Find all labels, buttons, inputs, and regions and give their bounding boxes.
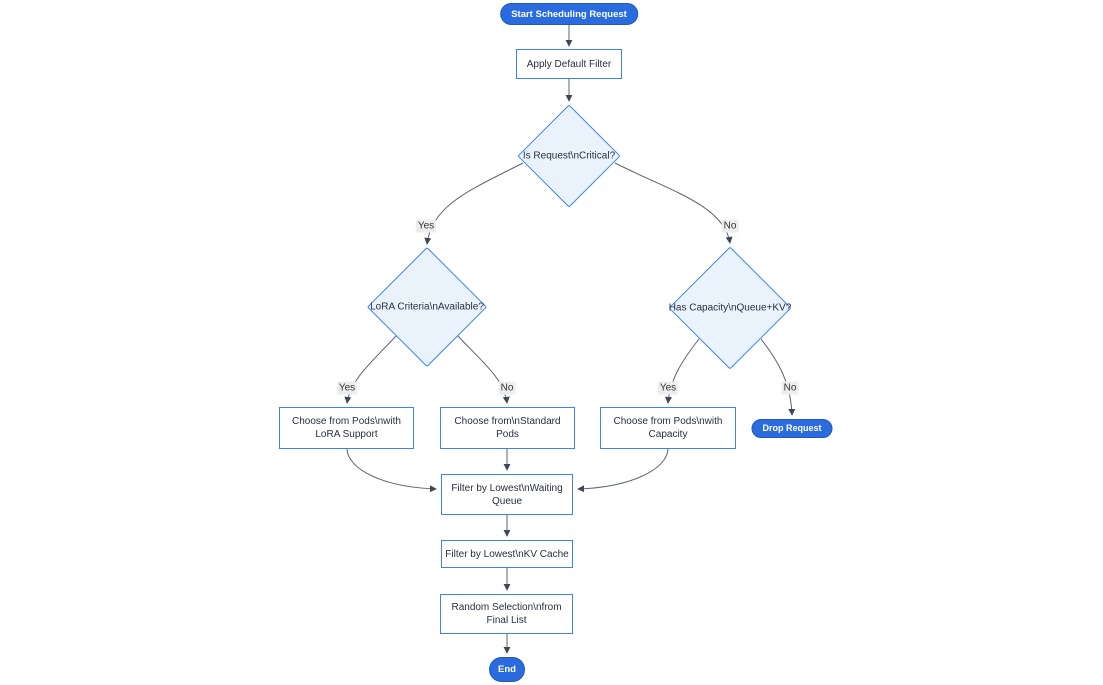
edge-label-capacity-yes: Yes [657,381,679,395]
node-choose-pods-capacity: Choose from Pods\nwith Capacity [600,407,736,449]
node-random-selection: Random Selection\nfrom Final List [440,594,573,634]
node-choose-pods-capacity-line2: Capacity [648,429,688,440]
edge-choose-capacity-to-filter-queue [577,448,669,493]
node-choose-pods-lora-line2: LoRA Support [315,429,378,440]
node-drop-request: Drop Request [751,419,833,438]
node-lora-criteria-available: LoRA Criteria\nAvailable? [366,246,488,368]
node-end: End [489,657,525,682]
node-start-label: Start Scheduling Request [511,8,627,20]
node-random-selection-line1: Random Selection\nfrom [451,602,562,613]
node-is-request-critical-label: Is Request\nCritical? [522,150,616,162]
edge-label-lora-no: No [498,381,516,395]
edge-label-critical-no: No [721,219,739,233]
node-random-selection-line2: Final List [486,615,527,626]
node-filter-waiting-queue-line1: Filter by Lowest\nWaiting [451,482,563,494]
node-choose-standard-pods-line2: Pods [496,429,519,440]
node-choose-pods-lora: Choose from Pods\nwith LoRA Support [279,407,414,449]
node-apply-default-filter-label: Apply Default Filter [526,58,612,70]
node-filter-kv-cache-label: Filter by Lowest\nKV Cache [445,548,569,560]
node-choose-pods-lora-line1: Choose from Pods\nwith [292,416,401,427]
node-has-capacity-queue-kv: Has Capacity\nQueue+KV? [668,246,792,370]
node-has-capacity-queue-kv-label: Has Capacity\nQueue+KV? [668,302,792,314]
edge-lora-no-to-choose-standard [457,335,510,404]
node-apply-default-filter: Apply Default Filter [516,49,622,79]
edge-label-capacity-no: No [781,381,799,395]
node-filter-waiting-queue: Filter by Lowest\nWaiting Queue [441,474,573,515]
node-start-scheduling-request: Start Scheduling Request [500,3,638,25]
edge-choose-lora-to-filter-queue [346,448,437,493]
node-drop-request-label: Drop Request [762,423,822,433]
edge-capacity-no-to-drop [760,338,796,416]
node-is-request-critical: Is Request\nCritical? [517,104,621,208]
edge-label-critical-yes: Yes [415,219,437,233]
edge-lora-yes-to-choose-lora [344,335,397,404]
node-choose-standard-pods: Choose from\nStandard Pods [440,407,575,449]
node-filter-waiting-queue-line2: Queue [491,495,523,507]
node-choose-pods-capacity-line1: Choose from Pods\nwith [613,416,723,427]
node-end-label: End [498,664,516,675]
edge-critical-yes-to-lora [424,162,524,245]
node-lora-criteria-available-label: LoRA Criteria\nAvailable? [370,301,484,313]
node-choose-standard-pods-line1: Choose from\nStandard [454,416,561,427]
node-filter-kv-cache: Filter by Lowest\nKV Cache [441,540,573,568]
edge-critical-no-to-capacity [614,162,733,244]
edge-label-lora-yes: Yes [336,381,358,395]
edge-capacity-yes-to-choose-capacity [665,338,700,404]
